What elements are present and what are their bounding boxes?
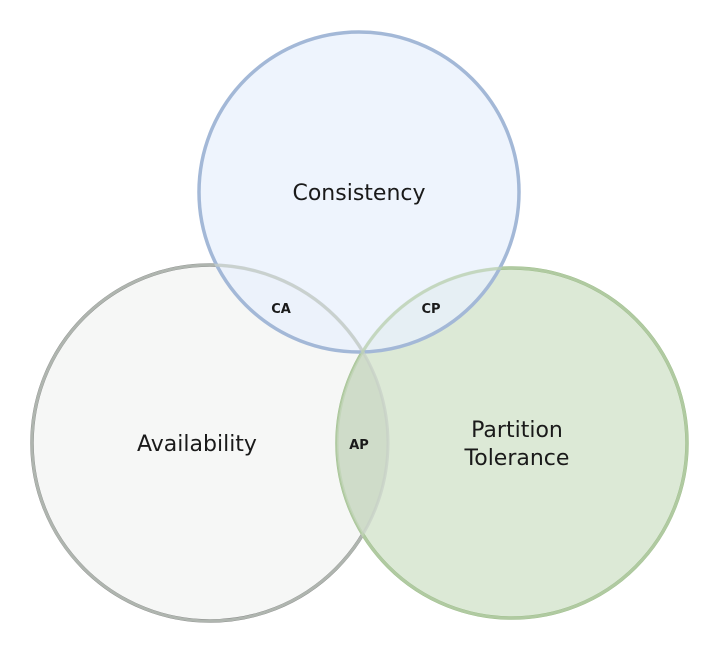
- availability-circle-overlay-arc: [30, 263, 390, 623]
- consistency-label: Consistency: [292, 181, 425, 206]
- availability-label: Availability: [137, 432, 257, 457]
- cp-intersection-label: CP: [421, 302, 440, 317]
- consistency-circle: [197, 30, 521, 354]
- partition-tolerance-label-line-1: Partition: [471, 418, 563, 443]
- partition-circle-overlay-arc: [335, 266, 689, 620]
- partition-tolerance-label-line-2: Tolerance: [464, 446, 570, 471]
- ap-intersection-label: AP: [349, 438, 369, 453]
- ca-intersection-label: CA: [271, 302, 291, 317]
